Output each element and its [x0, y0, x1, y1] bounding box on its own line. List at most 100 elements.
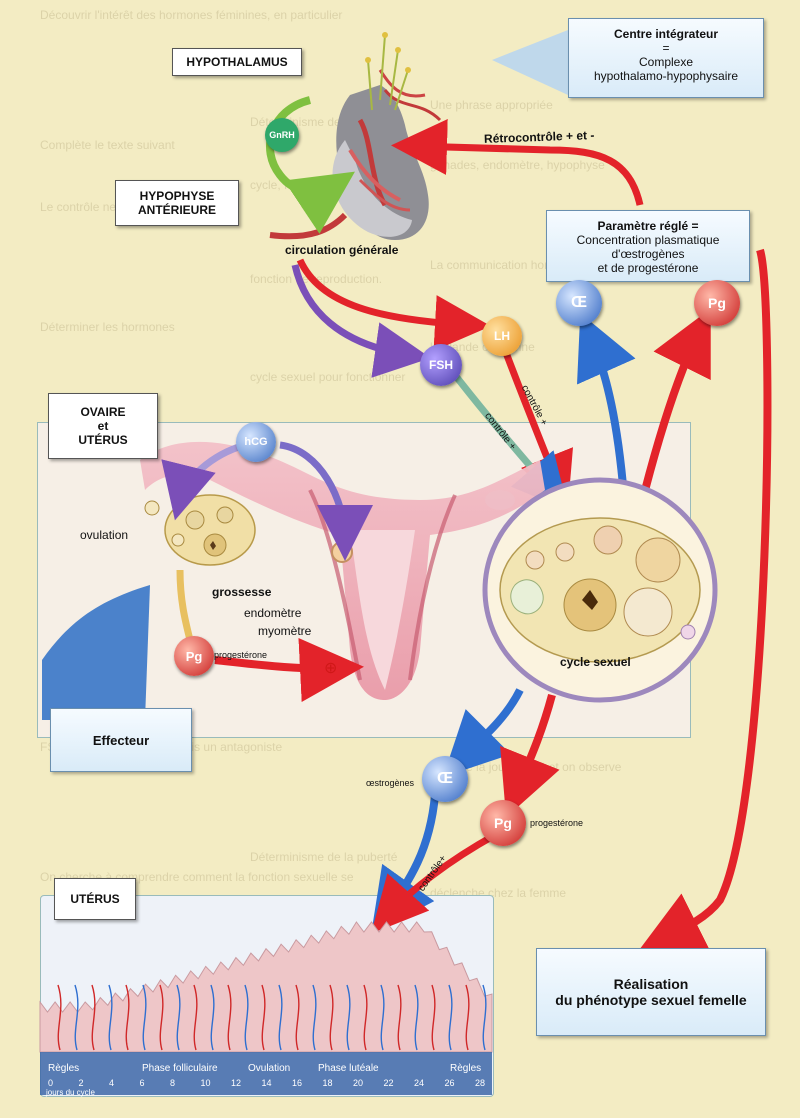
- gland-line: [176, 984, 181, 1051]
- gland-line: [142, 984, 147, 1051]
- uterus-box: UTÉRUS: [54, 878, 136, 920]
- gland-line: [261, 984, 266, 1051]
- ovaire-box: OVAIRE et UTÉRUS: [48, 393, 158, 459]
- gnrh-arrow: [266, 96, 355, 234]
- cycle-label: cycle sexuel: [560, 655, 631, 669]
- effecteur-label: Effecteur: [92, 732, 150, 748]
- centre-title: Centre intégrateur: [613, 27, 719, 41]
- gland-line: [414, 984, 419, 1051]
- hcg-label: hCG: [244, 436, 268, 448]
- timeline-day-label: 12: [231, 1078, 242, 1088]
- hcg-arrow-right: [279, 441, 373, 561]
- lh-label: LH: [494, 329, 510, 343]
- grossesse-label: grossesse: [212, 585, 272, 599]
- gland-line: [125, 984, 130, 1051]
- timeline-day-label: 8: [170, 1078, 176, 1088]
- oe-circle-lower: Œ: [422, 756, 468, 802]
- timeline-day-label: 24: [414, 1078, 425, 1088]
- progesterone-label-ovary: progestérone: [214, 650, 268, 660]
- timeline-jours: jours du cycle: [46, 1088, 95, 1097]
- timeline-regles-right: Règles: [450, 1063, 482, 1074]
- parametre-line3: et de progestérone: [597, 261, 699, 275]
- ovaire-label-2: et: [97, 419, 109, 433]
- gland-line: [159, 984, 164, 1051]
- gland-line: [278, 984, 283, 1051]
- gland-line: [363, 984, 368, 1051]
- timeline-folliculaire: Phase folliculaire: [142, 1063, 218, 1074]
- timeline-luteale: Phase lutéale: [318, 1063, 379, 1074]
- fsh-label: FSH: [429, 358, 453, 372]
- gland-line: [295, 984, 300, 1051]
- timeline-day-label: 14: [261, 1078, 272, 1088]
- circulation-label: circulation générale: [285, 243, 399, 257]
- hypothalamus-label: HYPOTHALAMUS: [186, 55, 288, 69]
- centre-pointer: [492, 30, 568, 95]
- timeline-day-label: 20: [353, 1078, 364, 1088]
- background-text-line: Découvrir l'intérêt des hormones féminin…: [40, 8, 343, 22]
- timeline-day-label: 10: [200, 1078, 211, 1088]
- gland-line: [380, 984, 385, 1051]
- gland-line: [91, 984, 96, 1051]
- background-text-line: cycle sexuel pour fonctionner: [250, 370, 406, 384]
- ovulation-label: ovulation: [80, 528, 129, 542]
- gland-line: [244, 984, 249, 1051]
- endometrium-illustration: [39, 921, 493, 1095]
- parametre-line2: d'œstrogènes: [611, 247, 685, 261]
- lh-circle: LH: [482, 316, 522, 356]
- pg-circle-ovary: Pg: [174, 636, 214, 676]
- realisation-box: Réalisation du phénotype sexuel femelle: [536, 948, 766, 1036]
- cycle-pg-lower: [500, 693, 560, 818]
- hypophyse-label-1: HYPOPHYSE: [139, 189, 215, 203]
- uterus-label: UTÉRUS: [70, 892, 120, 906]
- ovaire-label-3: UTÉRUS: [78, 433, 128, 447]
- endometre-label: endomètre: [244, 606, 302, 620]
- pg-label-ovary: Pg: [185, 648, 203, 664]
- hcg-arrow-left: [161, 441, 247, 521]
- realisation-line2: du phénotype sexuel femelle: [555, 992, 747, 1008]
- gland-line: [448, 984, 453, 1051]
- gland-line: [193, 984, 198, 1051]
- hypophyse-label-2: ANTÉRIEURE: [137, 203, 216, 217]
- timeline-regles-left: Règles: [48, 1063, 80, 1074]
- gland-line: [74, 984, 79, 1051]
- gland-line: [329, 984, 334, 1051]
- retrocontrole-arrow: [391, 119, 644, 206]
- parametre-line1: Concentration plasmatique: [576, 233, 720, 247]
- cycle-sexuel-circle: [482, 477, 718, 703]
- hypothalamus-box: HYPOTHALAMUS: [172, 48, 302, 76]
- pg-circle-lower: Pg: [480, 800, 526, 846]
- hypophyse-box: HYPOPHYSE ANTÉRIEURE: [115, 180, 239, 226]
- timeline-day-label: 28: [475, 1078, 486, 1088]
- oe-label-top: Œ: [571, 294, 587, 311]
- gland-line: [431, 984, 436, 1051]
- effecteur-box: Effecteur: [50, 708, 192, 772]
- gland-line: [312, 984, 317, 1051]
- gland-line: [108, 984, 113, 1051]
- pg-uterus-lower-arrow: [371, 831, 497, 934]
- timeline-day-label: 18: [322, 1078, 333, 1088]
- cycle-oe-lower: [443, 688, 524, 777]
- pg-label-lower: Pg: [494, 815, 512, 831]
- background-text-line: Déterminer les hormones: [40, 320, 175, 334]
- timeline-day-label: 4: [109, 1078, 115, 1088]
- oestrogenes-label: œstrogènes: [366, 778, 415, 788]
- timeline-ovulation: Ovulation: [248, 1063, 291, 1074]
- oe-label-lower: Œ: [437, 770, 453, 787]
- pg-uterus-arrow: [214, 638, 364, 702]
- fsh-control-arrow: [452, 372, 569, 511]
- parametre-title: Paramètre réglé =: [597, 219, 699, 233]
- background-text-line: Déterminisme de la puberté: [250, 850, 398, 864]
- realisation-line1: Réalisation: [613, 976, 689, 992]
- gnrh-circle: GnRH: [265, 118, 299, 152]
- gland-line: [346, 984, 351, 1051]
- timeline-day-label: 26: [444, 1078, 455, 1088]
- gnrh-label: GnRH: [269, 130, 295, 140]
- timeline-day-label: 2: [78, 1078, 84, 1088]
- ovary-pg-down: [176, 569, 194, 641]
- fsh-circle: FSH: [420, 344, 462, 386]
- realisation-arrow: [638, 248, 772, 951]
- fsh-arrow: [291, 264, 431, 378]
- parametre-box: Paramètre réglé = Concentration plasmati…: [546, 210, 750, 282]
- cycle-pg-arrow: [636, 308, 711, 511]
- gland-line: [397, 984, 402, 1051]
